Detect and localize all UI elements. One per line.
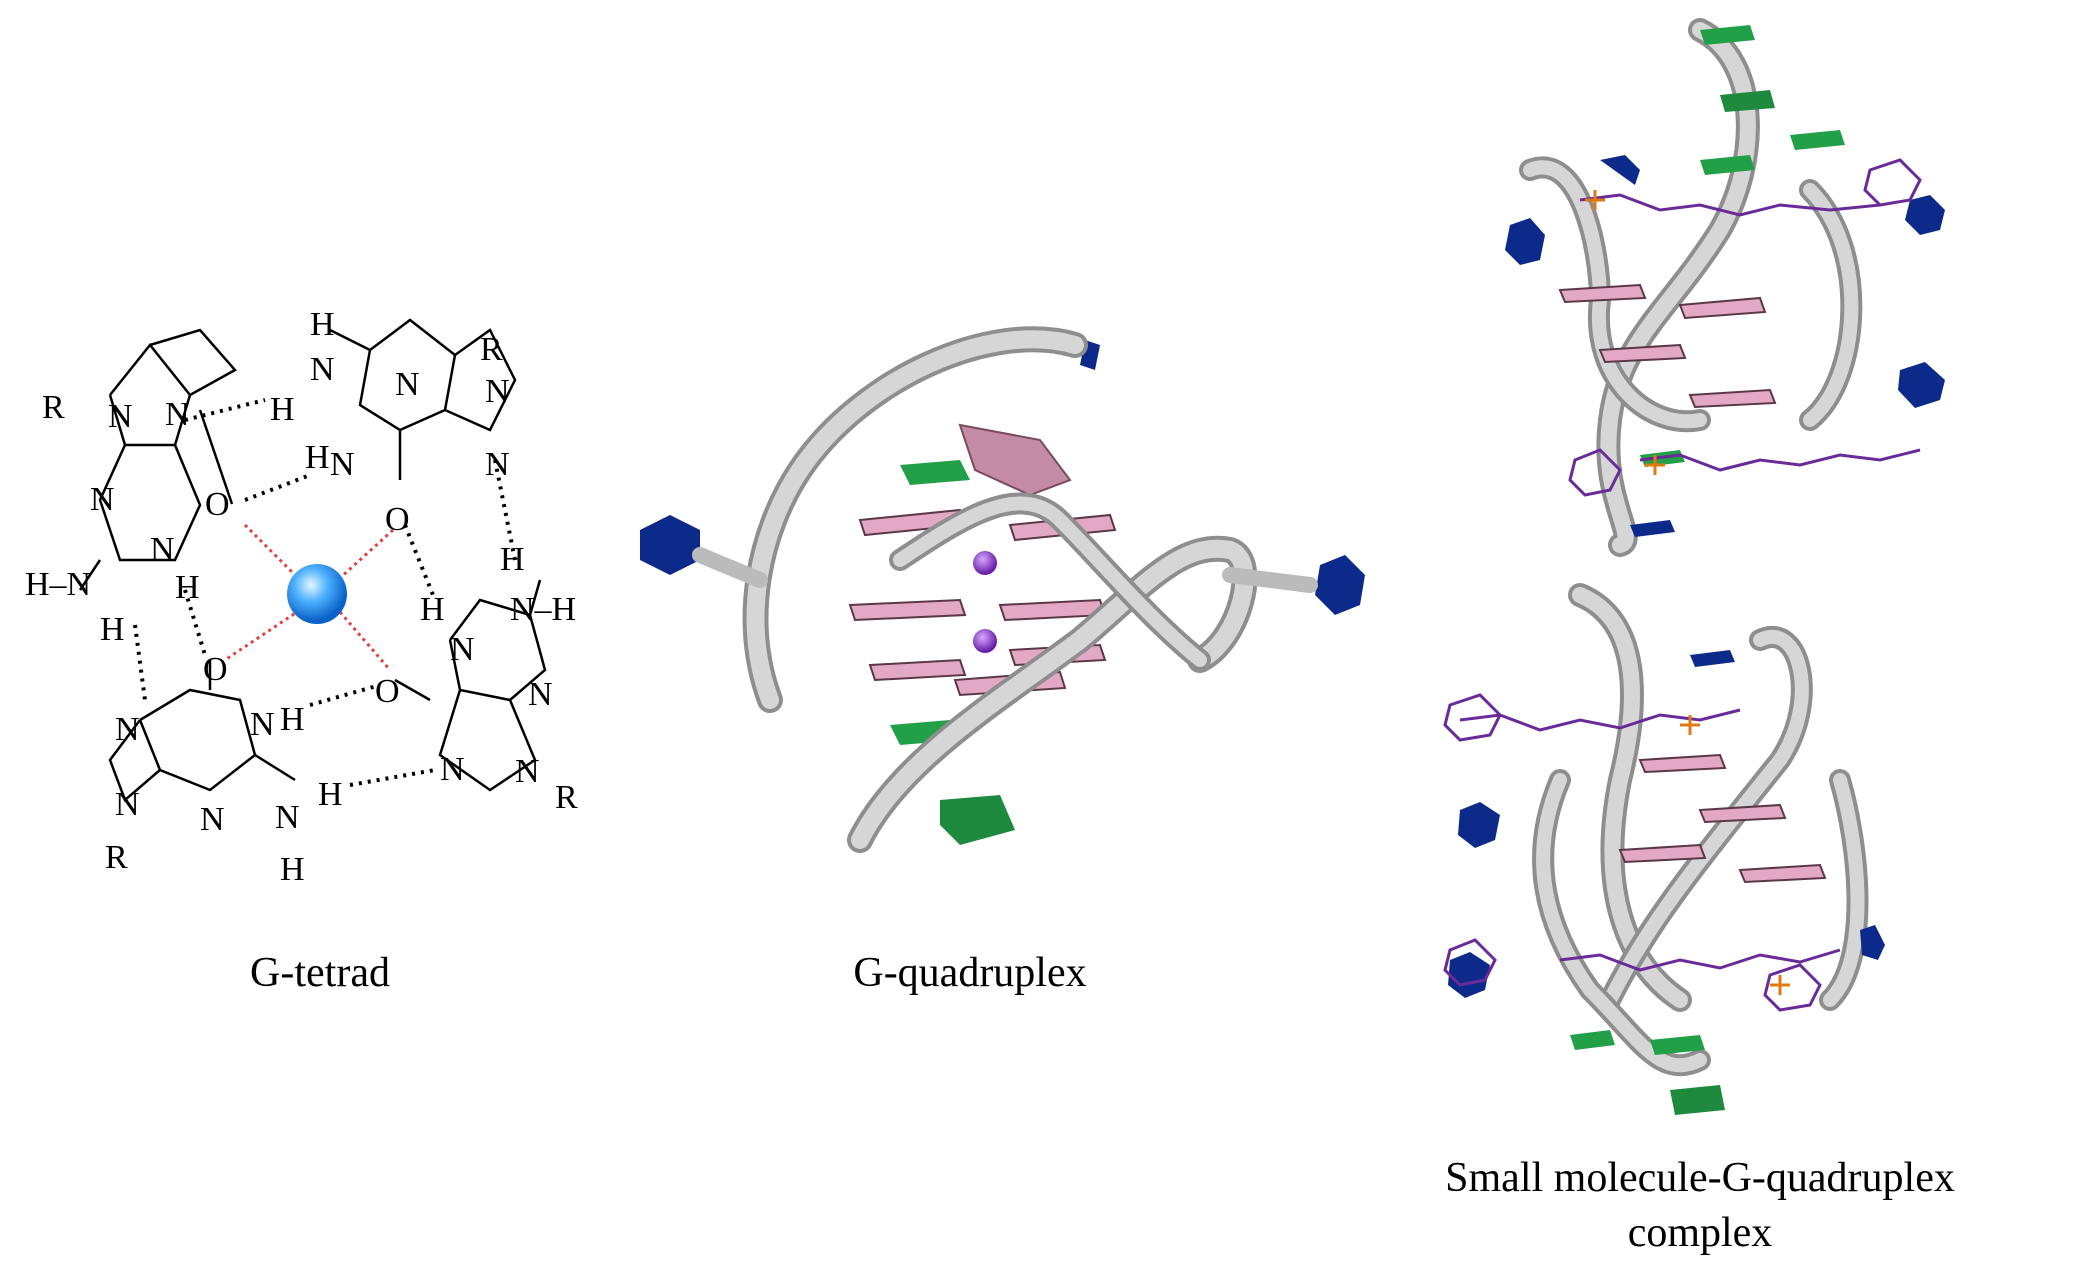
atom-n: N — [485, 373, 510, 410]
lower-quadruplex — [1448, 583, 1885, 1115]
atom-n: N — [395, 366, 420, 403]
caption-g-tetrad: G-tetrad — [250, 950, 390, 996]
atom-h: H — [270, 391, 295, 428]
atom-h: H — [318, 776, 343, 813]
atom-n: N — [90, 481, 115, 518]
green-base — [900, 460, 970, 485]
guanine-bonds — [78, 318, 547, 803]
atom-n: N — [165, 396, 190, 433]
caption-complex-line2: complex — [1627, 1210, 1773, 1256]
potassium-ion — [973, 629, 997, 653]
atom-r-bottom-left: R — [105, 839, 128, 876]
caption-complex-line1: Small molecule-G-quadruplex — [1445, 1155, 1955, 1201]
atom-h: H — [175, 569, 200, 606]
atom-n: N — [115, 711, 140, 748]
atom-n: N — [310, 351, 335, 388]
atom-labels: R N N N N O H–N H H H N H N R N N H N O … — [25, 306, 578, 888]
atom-h: H — [280, 701, 305, 738]
atom-n: N — [485, 446, 510, 483]
atom-h: H — [420, 591, 445, 628]
coordination-bonds — [224, 523, 395, 671]
atom-n: N — [515, 753, 540, 790]
atom-n: N — [115, 786, 140, 823]
ligand-lower — [1443, 693, 1841, 1012]
atom-n: N — [440, 751, 465, 788]
atom-h: H — [305, 439, 330, 476]
atom-r-bottom-right: R — [555, 779, 578, 816]
green-base — [940, 795, 1015, 845]
atom-h-n: H–N — [25, 566, 91, 603]
blue-base — [1315, 555, 1365, 615]
atom-o: O — [375, 673, 400, 710]
hydrogen-bonds — [133, 398, 517, 787]
atom-o: O — [385, 501, 410, 538]
caption-g-quadruplex: G-quadruplex — [853, 950, 1087, 996]
complex-model — [1443, 18, 1945, 1115]
backbone-ribbon — [692, 326, 1318, 853]
atom-n-h: N–H — [510, 591, 576, 628]
atom-r-top-left: R — [42, 389, 65, 426]
blue-base — [640, 515, 700, 575]
ligand-upper — [1568, 158, 1922, 497]
atom-n: N — [250, 706, 275, 743]
atom-h: H — [280, 851, 305, 888]
atom-n: N — [450, 631, 475, 668]
atom-n: N — [200, 801, 225, 838]
g-quadruplex-model — [640, 326, 1365, 853]
atom-n: N — [108, 398, 133, 435]
atom-r-top-right: R — [480, 331, 503, 368]
atom-n: N — [330, 446, 355, 483]
g-tetrad-structure: R N N N N O H–N H H H N H N R N N H N O … — [25, 306, 578, 888]
atom-n: N — [528, 676, 553, 713]
potassium-ion — [973, 551, 997, 575]
atom-h: H — [100, 611, 125, 648]
upper-quadruplex — [1505, 18, 1945, 557]
central-cation-sphere — [287, 564, 347, 624]
atom-o: O — [203, 651, 228, 688]
atom-n: N — [275, 799, 300, 836]
atom-h: H — [500, 541, 525, 578]
atom-o: O — [205, 486, 230, 523]
atom-h: H — [310, 306, 335, 343]
atom-n: N — [150, 531, 175, 568]
